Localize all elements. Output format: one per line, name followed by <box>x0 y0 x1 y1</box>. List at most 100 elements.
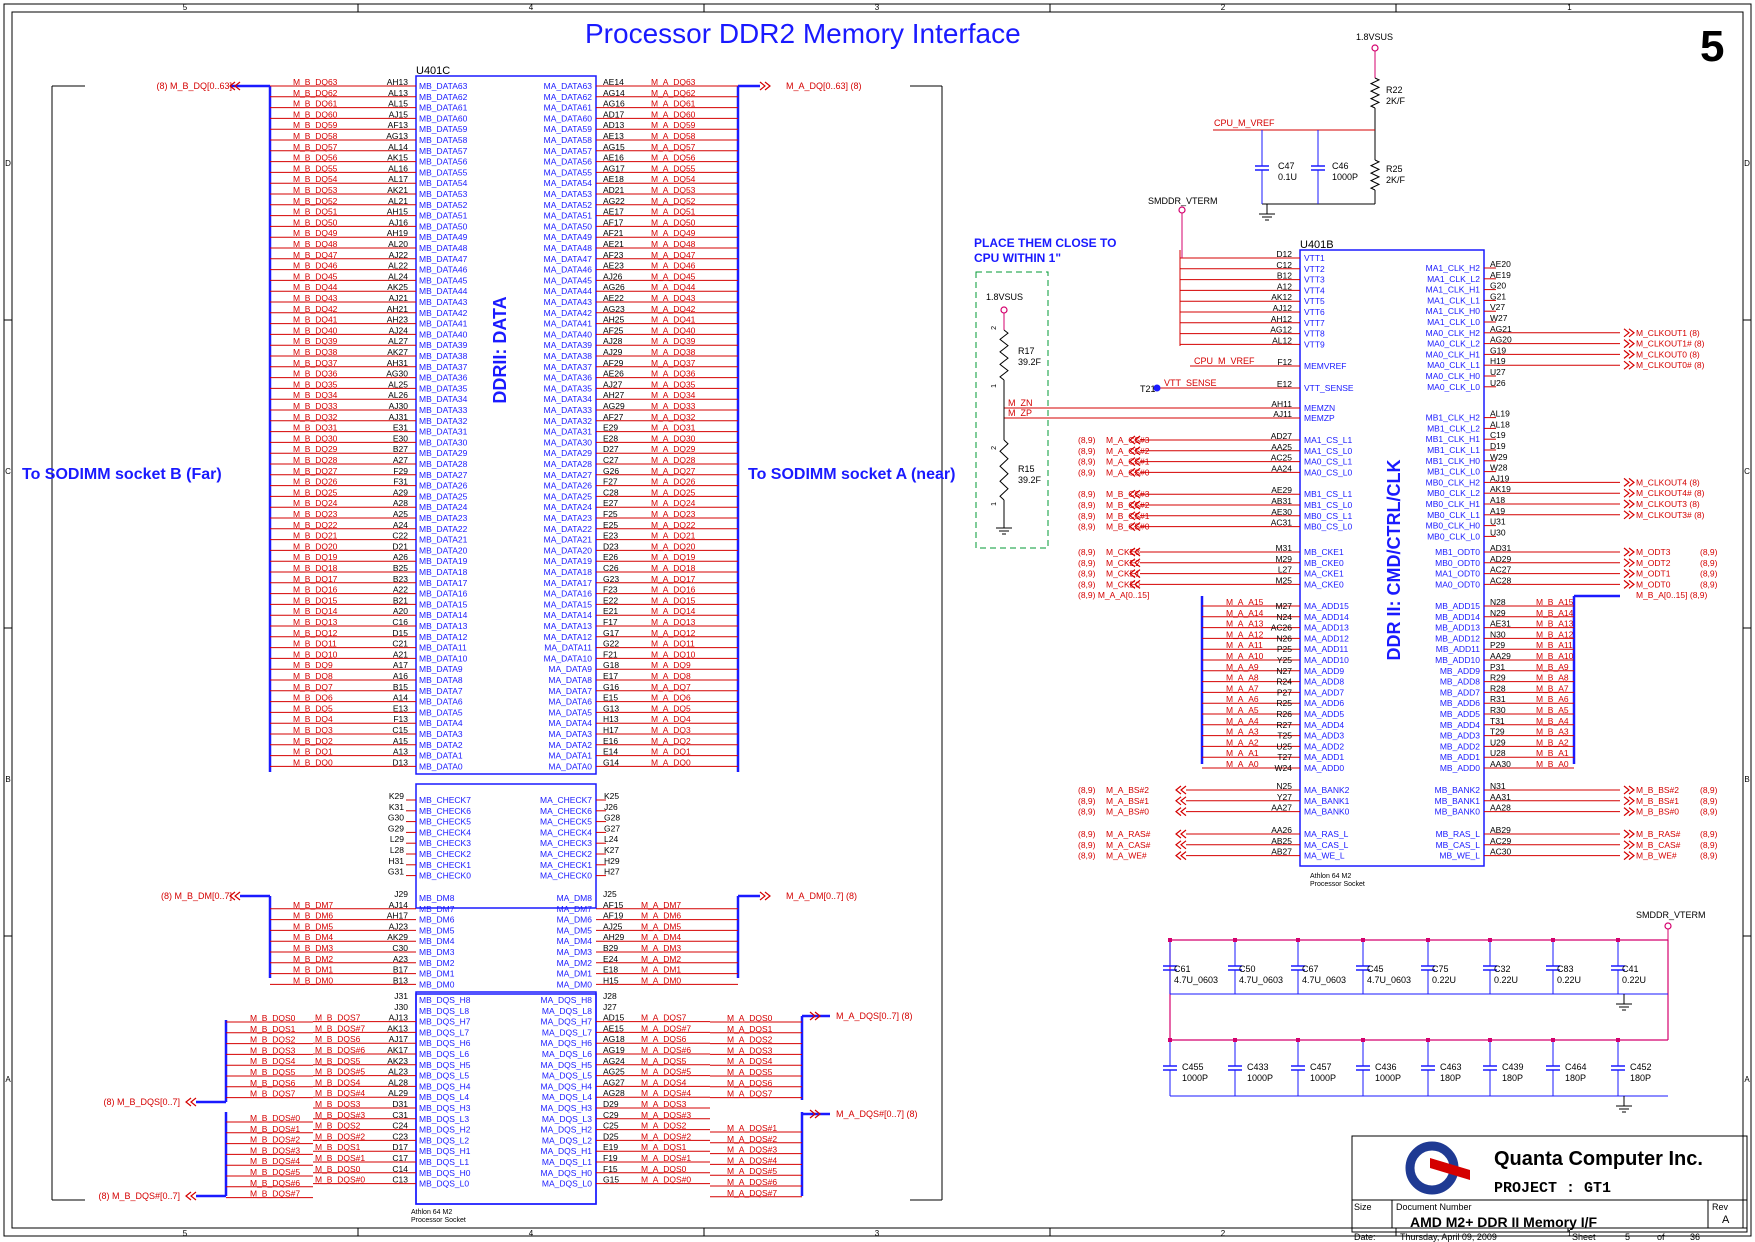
ma-dq-ball: AF17 <box>603 217 624 227</box>
ctl-ball: AB25 <box>1271 836 1292 846</box>
ma-dm-net: M_A_DM3 <box>641 943 681 953</box>
clk-ball: A18 <box>1490 495 1505 505</box>
mb-dqs-pin-net: M_B_DQS#7 <box>315 1023 365 1033</box>
decap-refdes: C433 <box>1247 1062 1269 1072</box>
mb-dq-pin: MB_DATA19 <box>419 556 468 566</box>
ma-dq-pin: MA_DATA4 <box>548 718 592 728</box>
ma-dq-net: M_A_DQ57 <box>651 142 696 152</box>
ma-dm-ball: E24 <box>603 954 618 964</box>
mb-dq-pin: MB_DATA28 <box>419 459 468 469</box>
mb-dq-net: M_B_DQ56 <box>293 153 338 163</box>
mb-check-pin: MB_CHECK2 <box>419 849 471 859</box>
mb-dq-net: M_B_DQ50 <box>293 217 338 227</box>
ma-dq-pin: MA_DATA21 <box>544 535 593 545</box>
ma-dq-pin: MA_DATA42 <box>544 308 593 318</box>
mb-dq-ball: A22 <box>393 585 408 595</box>
ma-dq-net: M_A_DQ25 <box>651 487 696 497</box>
ma-dqsn-net: M_A_DQS#2 <box>727 1134 777 1144</box>
ma-dq-pin: MA_DATA50 <box>544 221 593 231</box>
decap-refdes: C457 <box>1310 1062 1332 1072</box>
mb-dqs-net: M_B_DQS0 <box>250 1013 296 1023</box>
ma-dm-port-label: M_A_DM[0..7] (8) <box>786 891 857 901</box>
cs-ball: AA25 <box>1271 442 1292 452</box>
ma-dq-pin: MA_DATA16 <box>544 589 593 599</box>
ma-dq-net: M_A_DQ23 <box>651 509 696 519</box>
r15-value: 39.2F <box>1018 475 1042 485</box>
ma-dq-ball: D27 <box>603 444 619 454</box>
mb-dqs-ball: AJ13 <box>389 1013 409 1023</box>
r17-resistor <box>999 329 1009 381</box>
mb-dqs-pin-net: M_B_DQS#1 <box>315 1153 365 1163</box>
ma-dq-port-label: M_A_DQ[0..63] (8) <box>786 81 862 91</box>
mb-dm-pin: MB_DM8 <box>419 893 455 903</box>
clk-ball: A19 <box>1490 506 1505 516</box>
mb-dq-ball: A20 <box>393 606 408 616</box>
ctl-net: M_A_RAS# <box>1106 829 1151 839</box>
ma-dm-ball: J25 <box>603 889 617 899</box>
ma-dq-net: M_A_DQ37 <box>651 358 696 368</box>
ma-dq-net: M_A_DQ42 <box>651 304 696 314</box>
ma-addr-pin: MA_ADD4 <box>1304 720 1344 730</box>
ma-addr-net: M_A_A9 <box>1226 662 1259 672</box>
ma-dq-pin: MA_DATA38 <box>544 351 593 361</box>
mb-dq-ball: AL15 <box>388 99 408 109</box>
mb-dq-net: M_B_DQ21 <box>293 531 338 541</box>
mb-dqs-pin: MB_DQS_L7 <box>419 1027 469 1037</box>
mb-dq-net: M_B_DQ40 <box>293 325 338 335</box>
mb-addr-net: M_B_A14 <box>1536 608 1574 618</box>
decap-value: 1000P <box>1182 1073 1208 1083</box>
ma-dq-net: M_A_DQ41 <box>651 315 696 325</box>
ma-check-pin: MA_CHECK6 <box>540 806 592 816</box>
mb-dq-pin: MB_DATA16 <box>419 589 468 599</box>
ma-dq-net: M_A_DQ35 <box>651 379 696 389</box>
ma-dq-pin: MA_DATA61 <box>544 103 593 113</box>
ma-dq-net: M_A_DQ39 <box>651 336 696 346</box>
clk-pin: MB0_CLK_L1 <box>1427 510 1480 520</box>
ma-addr-net: M_A_A2 <box>1226 737 1259 747</box>
mb-dq-pin: MB_DATA14 <box>419 610 468 620</box>
mb-dq-net: M_B_DQ39 <box>293 336 338 346</box>
odt-ball: AC28 <box>1490 575 1512 585</box>
u401c-refdes: U401C <box>416 65 450 77</box>
vterm-rail-symbol <box>1178 206 1186 214</box>
mb-ctl-connector <box>1623 851 1635 861</box>
mb-bank-net: M_B_BS#1 <box>1636 796 1679 806</box>
ma-dq-net: M_A_DQ15 <box>651 595 696 605</box>
ma-dq-net: M_A_DQ32 <box>651 412 696 422</box>
mb-dq-ball: AK15 <box>387 153 408 163</box>
ma-check-ball: H27 <box>604 867 620 877</box>
cs-pin: MB1_CS_L0 <box>1304 500 1352 510</box>
mb-dq-pin: MB_DATA26 <box>419 481 468 491</box>
ma-dq-pin: MA_DATA10 <box>544 653 593 663</box>
ma-dqs-pin: MA_DQS_L7 <box>542 1027 592 1037</box>
cs-pin: MB0_CS_L1 <box>1304 511 1352 521</box>
ma-addr-pin: MA_ADD10 <box>1304 655 1349 665</box>
clk-ball: AG21 <box>1490 324 1512 334</box>
ma-dq-ball: E25 <box>603 520 618 530</box>
size-label: Size <box>1354 1202 1372 1212</box>
border-col-label: 1 <box>1567 3 1572 12</box>
memvref-ball: F12 <box>1277 357 1292 367</box>
clk-ball: AJ19 <box>1490 473 1510 483</box>
ma-addr-net: M_A_A3 <box>1226 727 1259 737</box>
mb-dm-ball: J29 <box>394 889 408 899</box>
ma-dq-pin: MA_DATA9 <box>548 664 592 674</box>
ma-dq-net: M_A_DQ29 <box>651 444 696 454</box>
mb-ctl-ball: AC30 <box>1490 847 1512 857</box>
mb-bank-connector <box>1623 785 1635 795</box>
mb-dm-pin: MB_DM4 <box>419 936 455 946</box>
ctl-pin: MA_RAS_L <box>1304 829 1349 839</box>
mb-dqs-ball: C13 <box>392 1175 408 1185</box>
ma-dq-net: M_A_DQ28 <box>651 455 696 465</box>
ma-dqs-pin: MA_DQS_L4 <box>542 1092 592 1102</box>
ma-dm-pin: MA_DM2 <box>557 958 593 968</box>
rev-value: A <box>1722 1214 1730 1226</box>
ma-dqs-pin-net: M_A_DQS4 <box>641 1077 687 1087</box>
ma-addr-ball: U25 <box>1276 741 1292 751</box>
outer-border <box>3 3 1752 1237</box>
mb-dm-pin: MB_DM3 <box>419 947 455 957</box>
mb-dm-net: M_B_DM4 <box>293 932 333 942</box>
decap-junction <box>1616 1038 1620 1042</box>
decap-refdes: C67 <box>1302 964 1319 974</box>
mb-dqs-pin: MB_DQS_L6 <box>419 1049 469 1059</box>
